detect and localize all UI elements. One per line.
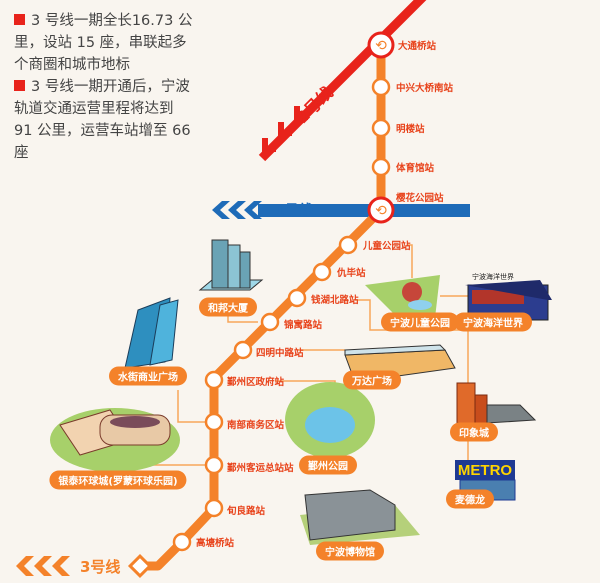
bullet-icon	[14, 80, 25, 91]
station-label: 锦寓路站	[284, 320, 323, 331]
line-3-label: 3号线	[80, 558, 121, 576]
station-marker	[371, 118, 391, 138]
yinzhou-park-icon	[285, 382, 375, 458]
station-label: 鄞州客运总站站	[227, 463, 294, 474]
museum-building-icon	[300, 489, 420, 545]
landmark-museum: 宁波博物馆	[316, 541, 384, 561]
station-marker	[338, 235, 358, 255]
landmark-metro-store: 麦德龙	[446, 489, 494, 509]
station-marker	[287, 288, 307, 308]
station-label: 南部商务区站	[227, 420, 285, 431]
station-label: 高塘桥站	[196, 538, 235, 549]
landmark-shuijie: 水街商业广场	[109, 366, 187, 386]
landmark-wanda: 万达广场	[343, 370, 401, 390]
child-park-icon	[365, 275, 440, 320]
station-label: 樱花公园站	[396, 193, 444, 204]
landmark-yintai: 银泰环球城(罗蒙环球乐园)	[49, 470, 187, 490]
line-2-chevrons-icon	[262, 106, 308, 152]
line-1-label: 1号线	[275, 203, 313, 219]
line-1-chevrons-icon	[212, 201, 262, 219]
landmark-yinxiang: 印象城	[450, 422, 498, 442]
station-label: 儿童公园站	[363, 241, 411, 252]
shuijie-building-icon	[124, 297, 179, 369]
intro-text: 3 号线一期全长16.73 公里，设站 15 座，串联起多个商圈和城市地标 3 …	[14, 10, 194, 164]
hebang-building-icon	[198, 239, 264, 291]
ocean-world-sign: 宁波海洋世界	[472, 273, 514, 281]
station-marker	[371, 77, 391, 97]
station-label: 仇毕站	[337, 268, 366, 279]
yinxiang-building-icon	[456, 382, 537, 424]
station-marker	[233, 340, 253, 360]
station-marker	[204, 370, 224, 390]
interchange-icon: ⟲	[375, 38, 387, 54]
station-label: 中兴大桥南站	[396, 83, 454, 94]
station-marker	[312, 262, 332, 282]
line-1-track	[258, 204, 470, 217]
interchange-station-marker	[367, 196, 395, 224]
station-marker	[204, 412, 224, 432]
station-marker	[371, 157, 391, 177]
station-label: 体育馆站	[396, 163, 435, 174]
landmark-child-park: 宁波儿童公园	[381, 312, 459, 332]
intro-point-1: 3 号线一期全长16.73 公里，设站 15 座，串联起多个商圈和城市地标	[14, 13, 193, 73]
landmark-ocean-world: 宁波海洋世界	[454, 312, 532, 332]
line-3-terminus-icon	[127, 553, 153, 579]
landmark-yinzhou-park: 鄞州公园	[299, 455, 357, 475]
interchange-icon: ⟲	[375, 203, 387, 219]
station-label: 鄞州区政府站	[227, 377, 285, 388]
station-label: 钱湖北路站	[311, 295, 359, 306]
station-marker	[204, 498, 224, 518]
station-label: 明楼站	[396, 124, 425, 135]
landmark-hebang: 和邦大厦	[199, 297, 257, 317]
station-marker	[172, 532, 192, 552]
yintai-building-icon	[50, 408, 180, 472]
station-marker	[260, 312, 280, 332]
metro-logo: METRO	[458, 462, 512, 479]
station-marker	[204, 455, 224, 475]
interchange-station-marker	[367, 31, 395, 59]
intro-point-2: 3 号线一期开通后，宁波轨道交通运营里程将达到 91 公里，运营车站增至 66 …	[14, 79, 191, 161]
station-label: 大通桥站	[398, 41, 437, 52]
station-label: 旬良路站	[227, 506, 266, 517]
station-label: 四明中路站	[256, 348, 304, 359]
line-3-chevrons-icon	[16, 556, 70, 576]
bullet-icon	[14, 14, 25, 25]
